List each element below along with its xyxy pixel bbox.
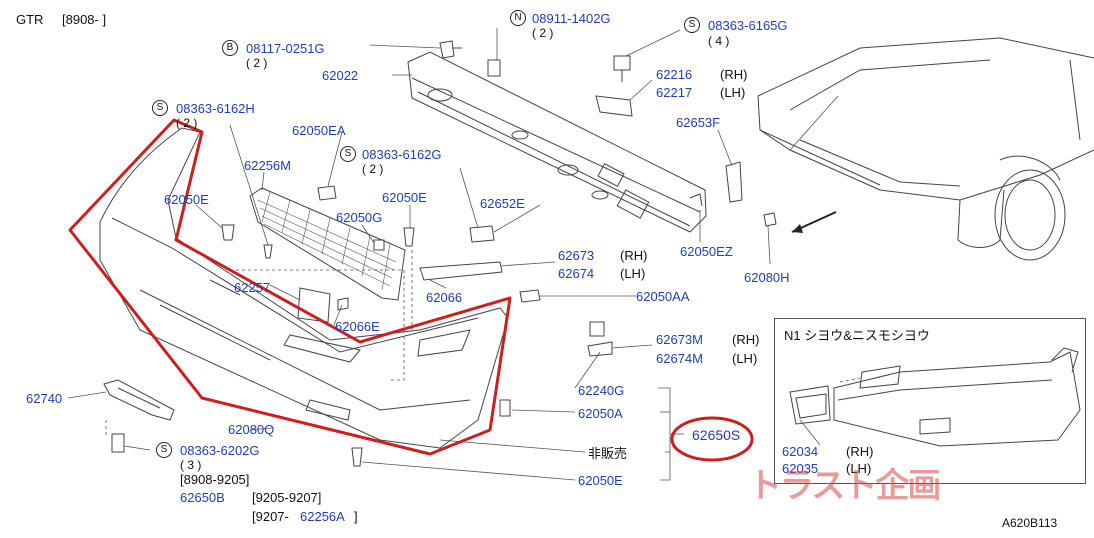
callout-qty: ( 3 ) bbox=[180, 458, 202, 472]
callout-qty: ( 2 ) bbox=[362, 162, 384, 176]
side-lh: (LH) bbox=[620, 266, 646, 281]
badge-s-icon: S bbox=[340, 146, 356, 162]
range-note: [9205-9207] bbox=[252, 490, 322, 505]
range-note: [9207- bbox=[252, 509, 289, 524]
part-62050E[interactable]: 62050E bbox=[578, 473, 623, 488]
part-62674M[interactable]: 62674M bbox=[656, 351, 703, 366]
callout-part[interactable]: 08911-1402G bbox=[532, 11, 611, 26]
part-62256A[interactable]: 62256A bbox=[300, 509, 345, 524]
callout-part[interactable]: 08363-6162H bbox=[176, 101, 255, 116]
part-62080H[interactable]: 62080H bbox=[744, 270, 790, 285]
part-62050EZ[interactable]: 62050EZ bbox=[680, 244, 733, 259]
side-lh: (LH) bbox=[720, 85, 746, 100]
badge-n-icon: N bbox=[510, 10, 526, 26]
diagram-code: A620B113 bbox=[1002, 516, 1058, 530]
range-note: [8908-9205] bbox=[180, 472, 250, 487]
part-62673[interactable]: 62673 bbox=[558, 248, 595, 263]
not-sold-label: 非販売 bbox=[588, 446, 628, 461]
part-62740[interactable]: 62740 bbox=[26, 391, 63, 406]
part-62050EA[interactable]: 62050EA bbox=[292, 123, 346, 138]
badge-s-icon: S bbox=[684, 17, 700, 33]
range-close: ] bbox=[354, 509, 358, 524]
badge-s-icon: S bbox=[156, 442, 172, 458]
model-range: [8908- ] bbox=[62, 12, 107, 27]
part-62650S[interactable]: 62650S bbox=[692, 427, 741, 443]
part-62650B[interactable]: 62650B bbox=[180, 490, 225, 505]
part-62653F[interactable]: 62653F bbox=[676, 115, 721, 130]
fasteners-drawing bbox=[111, 40, 777, 467]
part-62050AA[interactable]: 62050AA bbox=[636, 289, 690, 304]
red-highlight-outline bbox=[68, 118, 512, 456]
callout-part[interactable]: 08363-6202G bbox=[180, 443, 260, 458]
part-62080Q[interactable]: 62080Q bbox=[228, 422, 275, 437]
side-lh: (LH) bbox=[846, 461, 872, 476]
side-rh: (RH) bbox=[846, 444, 874, 459]
callout-qty: ( 2 ) bbox=[246, 56, 268, 70]
part-62050E[interactable]: 62050E bbox=[164, 192, 209, 207]
arrow-head-icon bbox=[792, 224, 803, 233]
red-highlight-circle bbox=[670, 416, 754, 462]
part-62050A[interactable]: 62050A bbox=[578, 406, 623, 421]
part-62216[interactable]: 62216 bbox=[656, 67, 693, 82]
callout-qty: ( 4 ) bbox=[708, 34, 730, 48]
part-62257[interactable]: 62257 bbox=[234, 280, 271, 295]
side-rh: (RH) bbox=[720, 67, 748, 82]
callout-qty: ( 2 ) bbox=[176, 116, 198, 130]
bumper-reinforcement-drawing bbox=[407, 51, 707, 233]
inset-bumper-drawing bbox=[789, 347, 1081, 447]
part-62673M[interactable]: 62673M bbox=[656, 332, 703, 347]
part-62256M[interactable]: 62256M bbox=[244, 158, 291, 173]
part-62022[interactable]: 62022 bbox=[322, 68, 359, 83]
callout-part[interactable]: 08117-0251G bbox=[246, 41, 325, 56]
model-label: GTR bbox=[16, 12, 44, 27]
badge-b-icon: B bbox=[222, 40, 238, 56]
side-rh: (RH) bbox=[732, 332, 760, 347]
part-62050E[interactable]: 62050E bbox=[382, 190, 427, 205]
part-62066E[interactable]: 62066E bbox=[335, 319, 380, 334]
watermark-logo: トラスト企画 bbox=[748, 466, 941, 506]
part-62066[interactable]: 62066 bbox=[426, 290, 463, 305]
part-62217[interactable]: 62217 bbox=[656, 85, 693, 100]
leader-lines bbox=[67, 28, 861, 481]
part-62050G[interactable]: 62050G bbox=[336, 210, 383, 225]
callout-part[interactable]: 08363-6162G bbox=[362, 147, 442, 162]
callout-part[interactable]: 08363-6165G bbox=[708, 18, 788, 33]
part-62035[interactable]: 62035 bbox=[782, 461, 819, 476]
side-rh: (RH) bbox=[620, 248, 648, 263]
bracket-62740-drawing bbox=[103, 379, 175, 421]
front-bumper-drawing bbox=[99, 127, 509, 449]
car-front-drawing bbox=[757, 37, 1094, 261]
inset-panel bbox=[774, 318, 1086, 484]
part-62674[interactable]: 62674 bbox=[558, 266, 595, 281]
callout-qty: ( 2 ) bbox=[532, 26, 554, 40]
badge-s-icon: S bbox=[152, 100, 168, 116]
part-62034[interactable]: 62034 bbox=[782, 444, 819, 459]
part-62240G[interactable]: 62240G bbox=[578, 383, 625, 398]
side-lh: (LH) bbox=[732, 351, 758, 366]
inset-title: N1 シヨウ&ニスモシヨウ bbox=[784, 328, 930, 343]
part-62652E[interactable]: 62652E bbox=[480, 196, 525, 211]
